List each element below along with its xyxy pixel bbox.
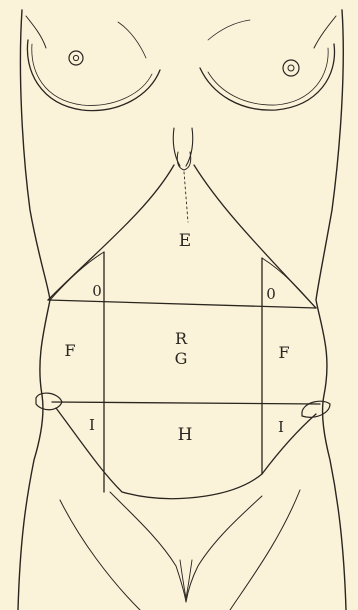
region-label-epigastric: E [179,231,191,251]
region-label-umbilical-bottom: G [175,349,188,368]
region-label-umbilical-top: R [175,329,188,348]
region-label-lumbar-right: F [278,343,289,362]
region-label-hypogastric: H [178,425,193,445]
region-label-lumbar-left: F [64,341,75,360]
region-label-iliac-right: I [278,418,284,436]
region-label-iliac-left: I [89,416,95,434]
region-label-hypochondriac-left: 0 [92,282,102,300]
region-label-hypochondriac-right: 0 [266,285,276,303]
